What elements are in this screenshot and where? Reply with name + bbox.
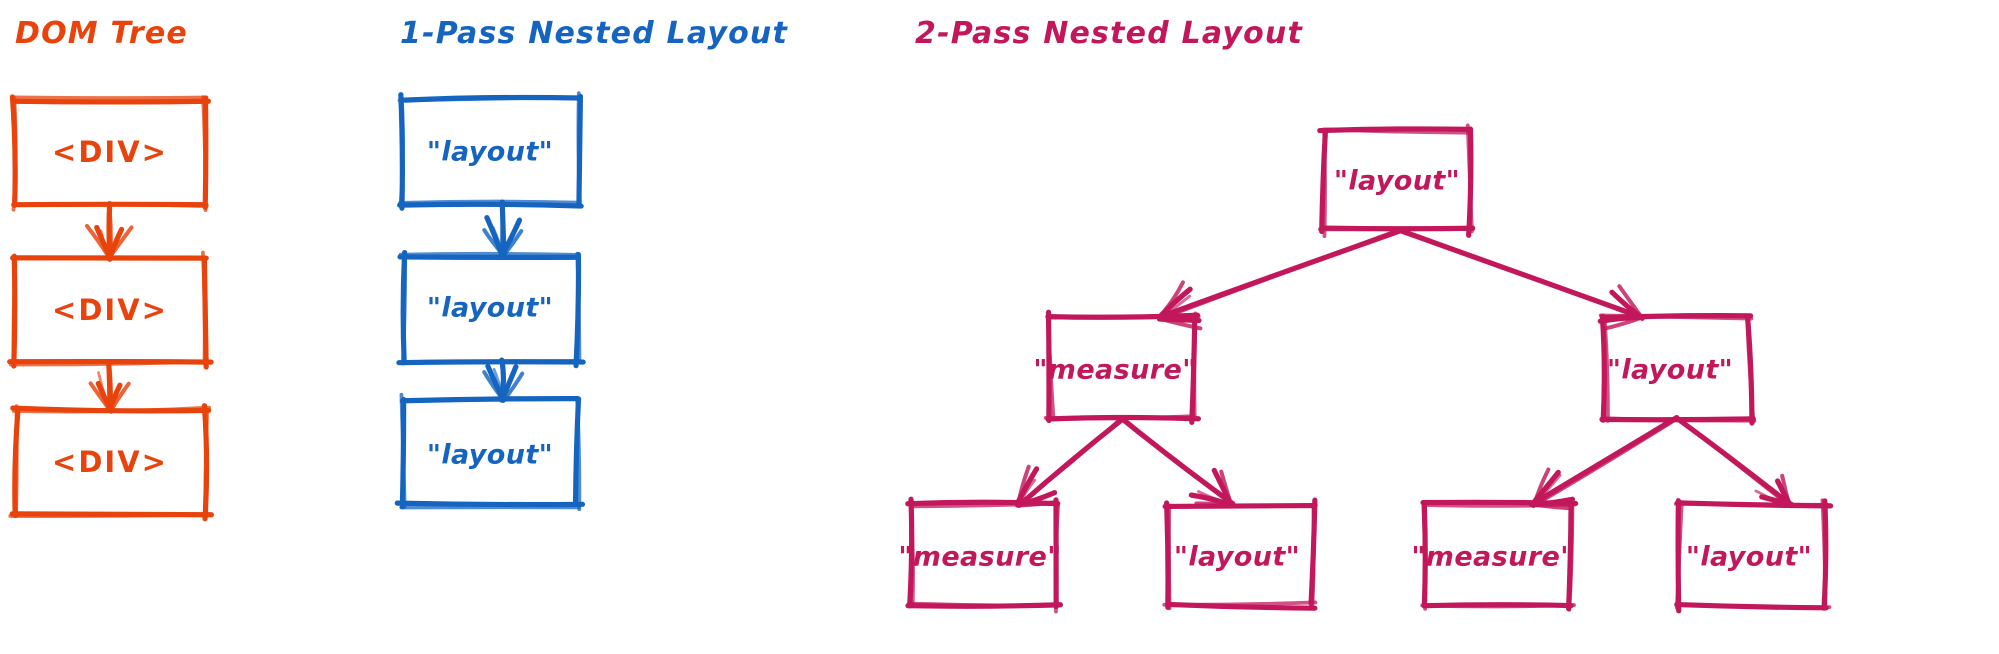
panel-heading-two-pass: 2-Pass Nested Layout [915, 16, 1304, 51]
node-label-two-pass-leaf-2: "layout" [1173, 541, 1301, 573]
node-box-two-leaf-1 [905, 496, 1064, 614]
node-box-two-leaf-3 [1420, 497, 1579, 612]
edge-two-mid-left-to-two-leaf-1 [1014, 416, 1125, 508]
node-label-two-pass-leaf-1: "measure" [898, 541, 1062, 573]
node-label-two-pass-root: "layout" [1333, 165, 1461, 197]
node-label-one-pass-2: "layout" [426, 292, 554, 324]
panel-heading-dom-tree: DOM Tree [15, 16, 188, 51]
edge-two-mid-left-to-two-leaf-2 [1119, 415, 1236, 508]
node-label-dom-1: <DIV> [52, 135, 168, 169]
node-box-two-mid-left [1043, 309, 1201, 425]
node-box-one-node-1 [397, 91, 584, 211]
node-label-one-pass-1: "layout" [426, 136, 554, 168]
node-label-dom-3: <DIV> [52, 445, 168, 479]
node-box-one-node-2 [396, 249, 586, 369]
node-label-one-pass-3: "layout" [426, 439, 554, 471]
panel-heading-one-pass: 1-Pass Nested Layout [400, 16, 789, 51]
edge-two-root-to-two-mid-right [1393, 226, 1645, 331]
node-label-two-pass-leaf-4: "layout" [1685, 541, 1813, 573]
node-label-two-pass-mid-right: "layout" [1606, 354, 1734, 386]
edge-dom-node-1-to-dom-node-2 [84, 201, 134, 262]
node-box-two-leaf-2 [1162, 497, 1318, 611]
edge-two-mid-right-to-two-leaf-3 [1528, 414, 1680, 511]
edge-two-root-to-two-mid-left [1156, 228, 1402, 331]
node-box-one-node-3 [394, 392, 586, 512]
node-label-two-pass-mid-left: "measure" [1033, 354, 1197, 386]
node-label-dom-2: <DIV> [52, 293, 168, 327]
edge-two-mid-right-to-two-leaf-4 [1674, 415, 1794, 509]
node-label-two-pass-leaf-3: "measure" [1411, 541, 1575, 573]
node-box-two-leaf-4 [1673, 498, 1834, 614]
edge-one-node-1-to-one-node-2 [482, 199, 524, 259]
edge-one-node-2-to-one-node-3 [482, 357, 525, 403]
edge-dom-node-2-to-dom-node-3 [88, 360, 131, 414]
node-box-two-root [1317, 123, 1476, 239]
